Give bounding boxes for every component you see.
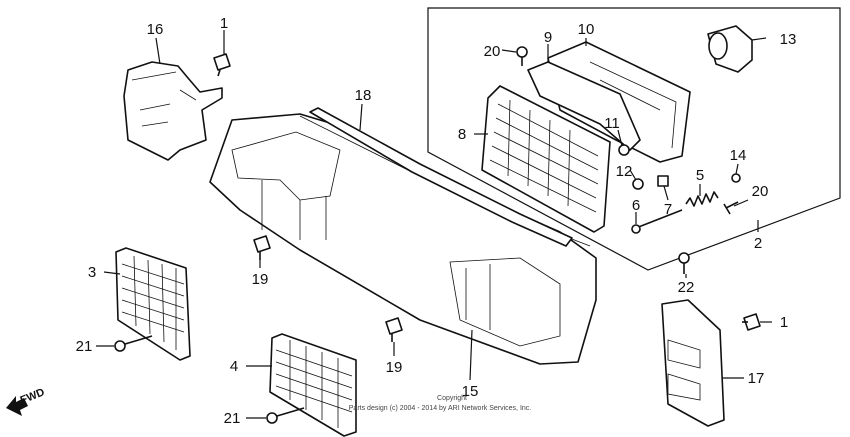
callout-11: 11 [604,115,620,132]
fwd-label: FWD [19,386,47,407]
assembly-bracket [427,7,841,271]
callout-9: 9 [544,29,552,46]
callout-4: 4 [230,358,238,375]
part-8-headlight [481,85,611,233]
part-1-clip-right [742,313,761,331]
callout-1-right: 1 [780,314,788,331]
copyright-line-1: Copyright [437,395,467,402]
callout-20-right: 20 [752,183,769,200]
callout-10: 10 [578,21,595,38]
callout-14: 14 [730,147,747,164]
callout-21-upper: 21 [76,338,93,355]
part-6-screw [631,209,683,234]
callout-18: 18 [355,87,372,104]
callout-3: 3 [88,264,96,281]
part-19-clip-left [253,235,271,260]
part-18-seal-strip [309,107,573,247]
part-12-nut [632,178,644,190]
part-21-screw-lower [266,407,305,424]
part-18-housing [209,113,597,365]
part-20-screw-top [516,46,528,66]
part-17-bracket [661,299,725,427]
fwd-arrow-icon [6,396,28,416]
fwd-direction-indicator: FWD [6,386,46,416]
copyright-line-2: Parts design (c) 2004 - 2014 by ARI Netw… [349,405,532,412]
callout-21-lower: 21 [224,410,241,427]
part-3-grille [115,247,191,361]
callout-5: 5 [696,167,704,184]
part-11-nut [618,144,630,156]
callout-16: 16 [147,21,164,38]
part-1-clip-top [213,53,231,77]
callout-19-center: 19 [386,359,403,376]
callout-15: 15 [462,383,479,400]
part-4-grille [269,333,357,437]
part-7-nut [657,175,669,187]
callout-19-left: 19 [252,271,269,288]
part-5-spring [685,191,719,207]
callout-22: 22 [678,279,695,296]
callout-1-top: 1 [220,15,228,32]
callout-2: 2 [754,235,762,252]
callout-8: 8 [458,126,466,143]
leader-lines [96,30,772,419]
part-22-screw [678,252,690,274]
callout-13: 13 [780,31,797,48]
callout-7: 7 [664,201,672,218]
callout-12: 12 [616,163,633,180]
part-19-clip-center [385,317,403,342]
part-9-bracket [527,61,641,151]
callout-17: 17 [748,370,765,387]
part-16-bracket [123,61,223,161]
part-14-screw [731,173,741,183]
callout-6: 6 [632,197,640,214]
part-21-screw-upper [114,335,153,352]
part-13-bulb-cover [707,25,753,73]
part-20-screw-right [723,201,739,215]
callout-20-top: 20 [484,43,501,60]
